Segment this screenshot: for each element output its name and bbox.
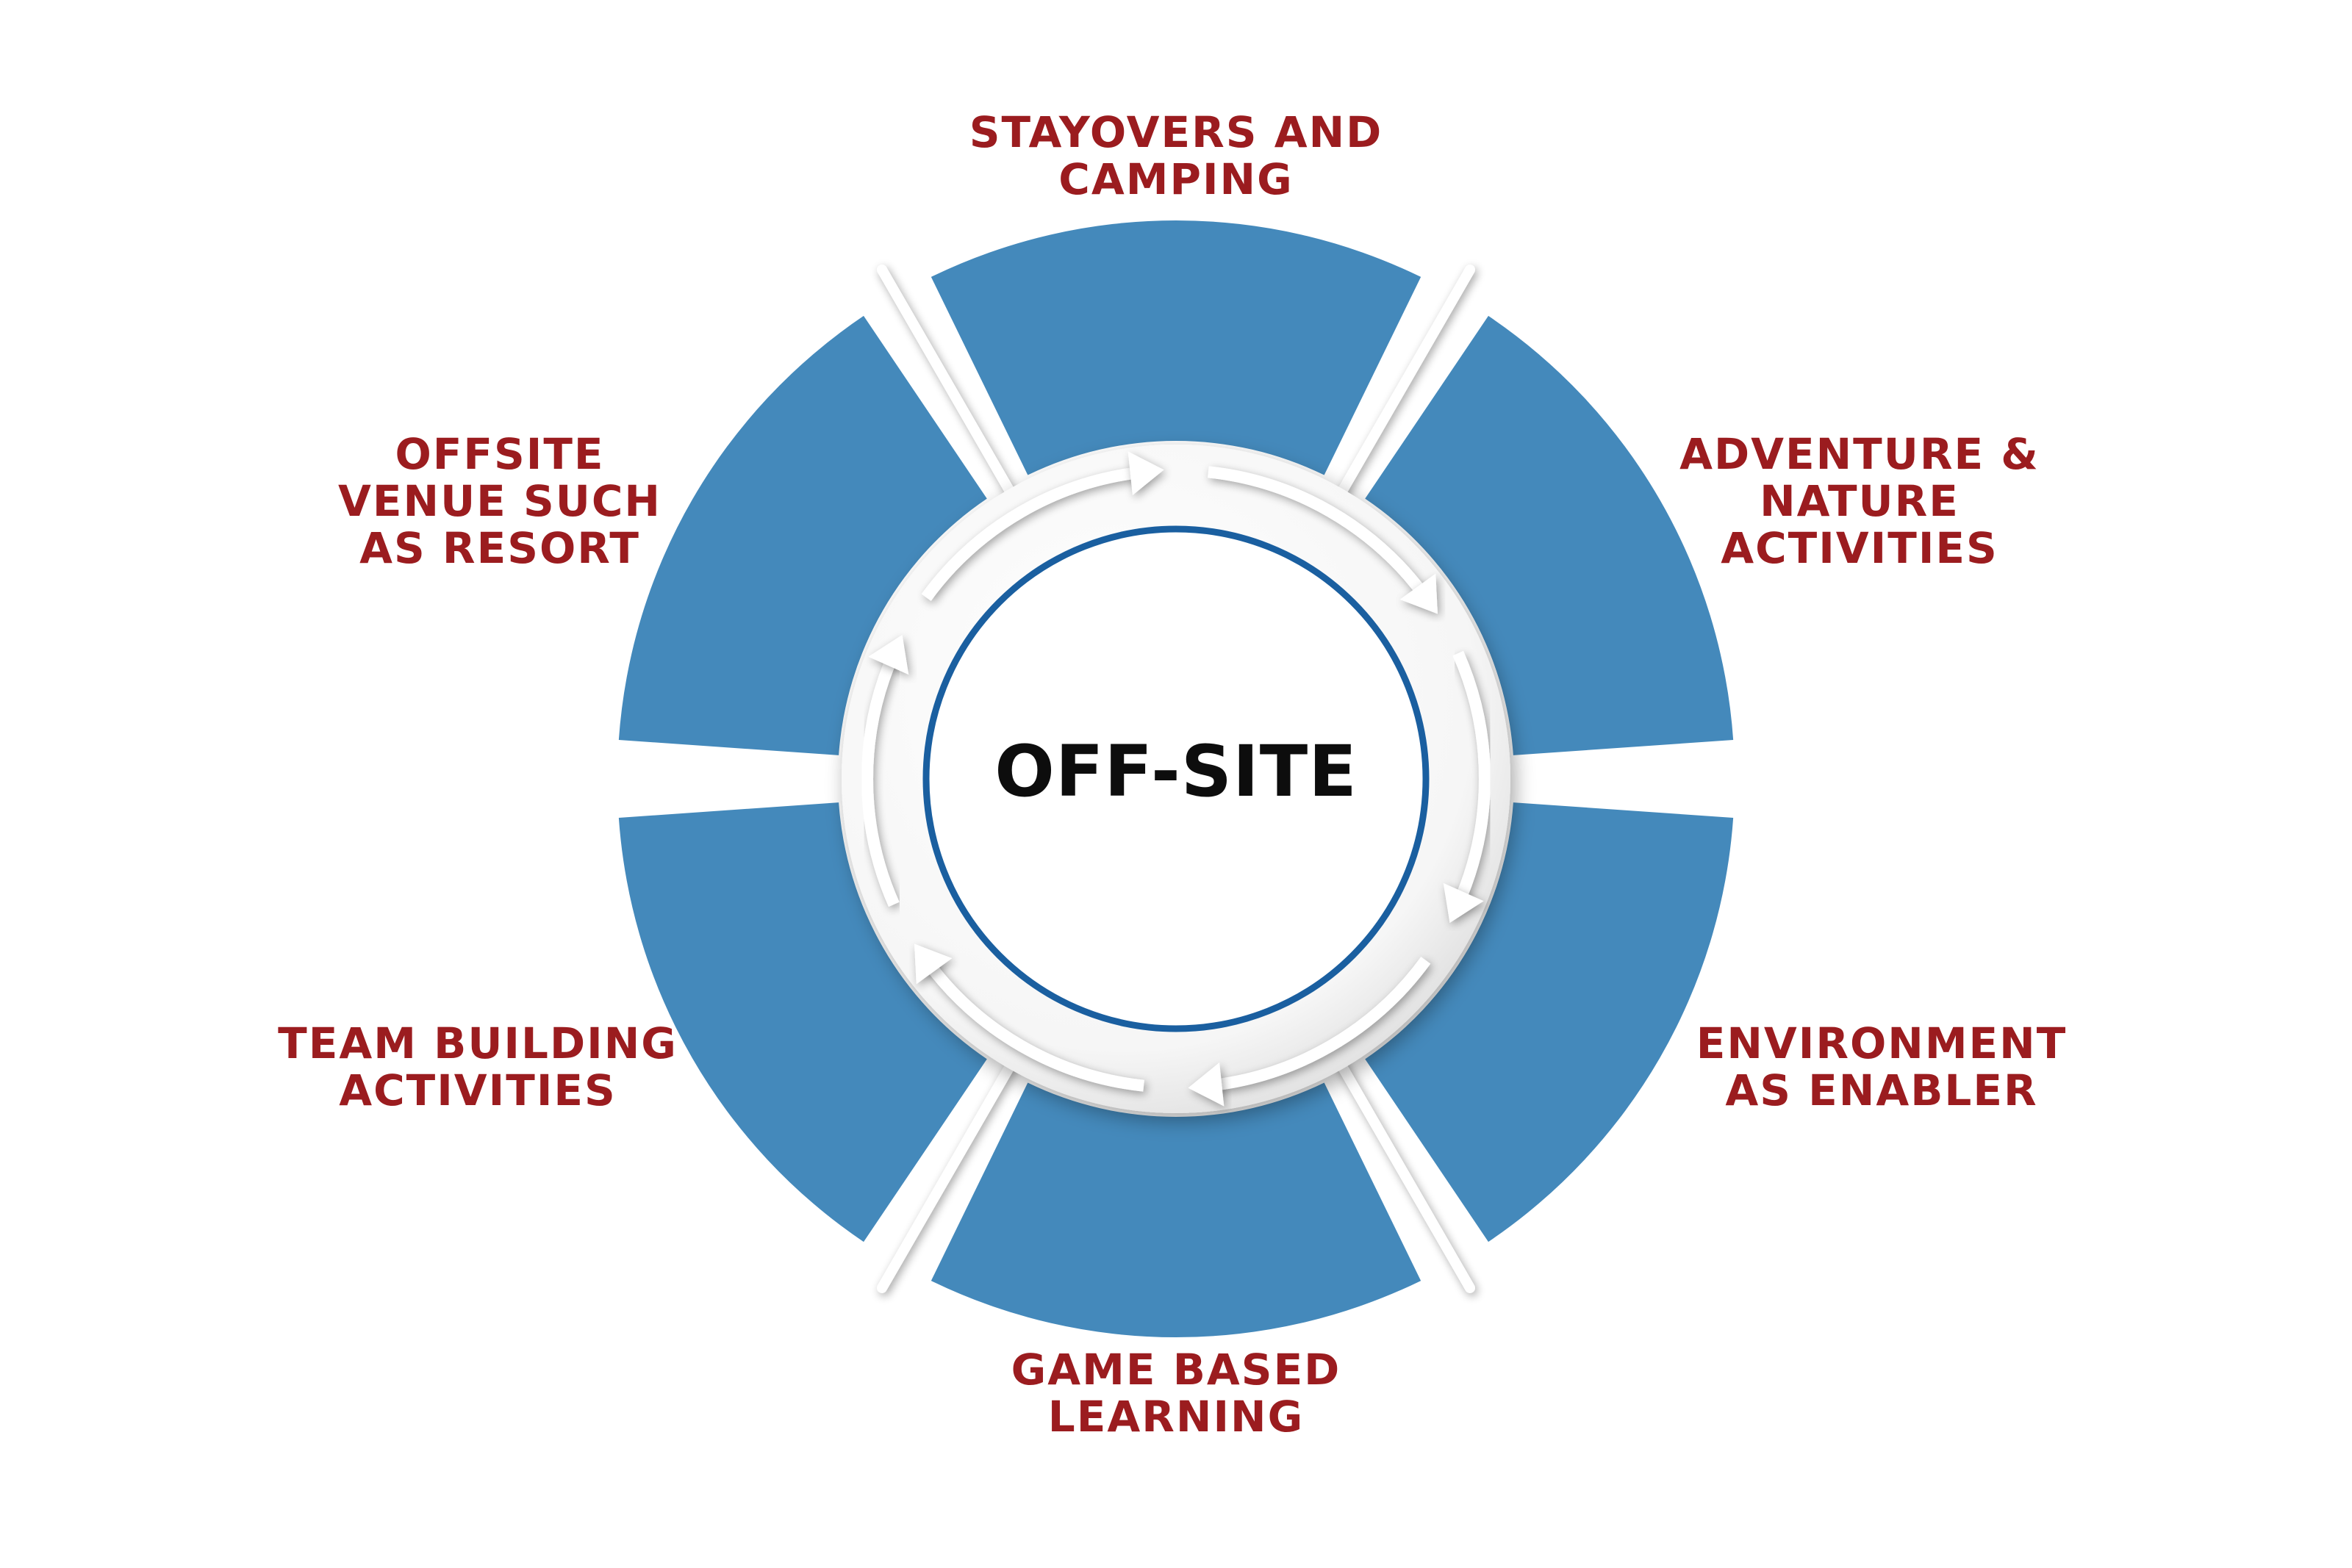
segment-bottom-left bbox=[618, 802, 987, 1242]
label-line: CAMPING bbox=[1058, 154, 1294, 204]
label-environment-enabler: ENVIRONMENT AS ENABLER bbox=[1639, 1020, 2124, 1114]
segments-layer bbox=[618, 220, 1734, 1337]
cycle-arrow-arc bbox=[1208, 466, 1431, 601]
label-team-building: TEAM BUILDING ACTIVITIES bbox=[220, 1020, 735, 1114]
gap-divider bbox=[1333, 1054, 1475, 1293]
label-line: ACTIVITIES bbox=[339, 1065, 617, 1115]
cycle-arrow-arc bbox=[861, 650, 900, 907]
arrow-head-icon bbox=[914, 943, 953, 985]
arrow-head-icon bbox=[1188, 1062, 1225, 1107]
gap-divider bbox=[1333, 265, 1475, 504]
label-line: ACTIVITIES bbox=[1721, 523, 1998, 573]
cycle-arrow-arc bbox=[1208, 957, 1431, 1092]
label-line: VENUE SUCH bbox=[338, 476, 662, 526]
gap-divider bbox=[877, 265, 1019, 504]
segment-bottom-right bbox=[1365, 802, 1734, 1242]
label-line: AS ENABLER bbox=[1725, 1065, 2038, 1115]
center-title: OFF-SITE bbox=[994, 730, 1358, 813]
gap-divider bbox=[877, 1054, 1019, 1293]
label-offsite-venue: OFFSITE VENUE SUCH AS RESORT bbox=[279, 431, 720, 572]
segment-top-left bbox=[618, 315, 987, 755]
segment-bottom bbox=[931, 1082, 1421, 1337]
arrow-head-icon bbox=[1127, 451, 1164, 496]
label-game-based-learning: GAME BASED LEARNING bbox=[911, 1346, 1441, 1440]
cycle-arrow-arc bbox=[921, 466, 1144, 601]
center-ring bbox=[922, 525, 1430, 1032]
label-line: ENVIRONMENT bbox=[1696, 1018, 2068, 1068]
label-line: NATURE bbox=[1760, 476, 1960, 526]
arrow-head-icon bbox=[1443, 882, 1484, 924]
label-adventure-nature: ADVENTURE & NATURE ACTIVITIES bbox=[1617, 431, 2102, 572]
arrow-head-icon bbox=[1399, 573, 1438, 614]
label-stayovers-camping: STAYOVERS AND CAMPING bbox=[897, 109, 1455, 203]
circular-arrows bbox=[861, 451, 1491, 1107]
cycle-arrow-arc bbox=[921, 957, 1144, 1092]
label-line: GAME BASED bbox=[1011, 1345, 1341, 1395]
label-line: STAYOVERS AND bbox=[969, 107, 1383, 157]
label-line: TEAM BUILDING bbox=[278, 1018, 678, 1068]
label-line: AS RESORT bbox=[359, 523, 640, 573]
segment-top bbox=[931, 220, 1421, 475]
label-line: OFFSITE bbox=[395, 429, 605, 479]
segment-top-right bbox=[1365, 315, 1734, 755]
label-line: LEARNING bbox=[1047, 1392, 1305, 1442]
gap-shadows bbox=[583, 265, 1769, 1293]
arrow-head-icon bbox=[868, 634, 909, 675]
cycle-arrow-arc bbox=[1452, 650, 1491, 907]
label-line: ADVENTURE & bbox=[1679, 429, 2040, 479]
